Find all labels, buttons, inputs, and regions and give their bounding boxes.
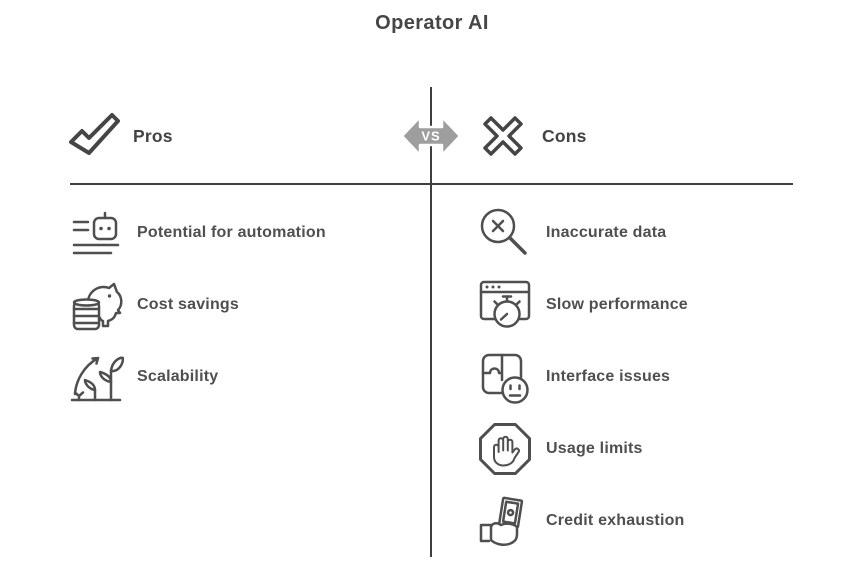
check-icon xyxy=(68,108,120,164)
cons-header-label: Cons xyxy=(542,125,587,146)
stop-hand-icon xyxy=(477,421,533,477)
cons-item-label: Credit exhaustion xyxy=(546,512,685,529)
cons-list: Inaccurate data Slow performance xyxy=(477,197,688,557)
browser-stopwatch-icon xyxy=(477,277,533,333)
pros-list: Potential for automation Cost savings xyxy=(68,197,326,413)
pros-header-label: Pros xyxy=(133,125,173,146)
pros-item-label: Cost savings xyxy=(137,296,239,313)
vs-arrow-shape xyxy=(400,115,462,157)
list-item: Credit exhaustion xyxy=(477,485,688,557)
horizontal-divider xyxy=(70,183,793,185)
vs-badge: VS xyxy=(400,115,462,157)
cons-item-label: Interface issues xyxy=(546,368,671,385)
vs-badge-label: VS xyxy=(421,129,440,144)
list-item: Usage limits xyxy=(477,413,688,485)
vertical-divider xyxy=(430,87,432,557)
cons-item-label: Inaccurate data xyxy=(546,224,667,241)
cons-header: Cons xyxy=(477,105,587,167)
page-title: Operator AI xyxy=(375,12,489,34)
pros-header: Pros xyxy=(68,105,173,167)
list-item: Cost savings xyxy=(68,269,326,341)
cross-icon xyxy=(477,108,529,164)
list-item: Interface issues xyxy=(477,341,688,413)
list-item: Inaccurate data xyxy=(477,197,688,269)
list-item: Scalability xyxy=(68,341,326,413)
pros-item-label: Scalability xyxy=(137,368,219,385)
cons-item-label: Usage limits xyxy=(546,440,643,457)
automation-robot-icon xyxy=(68,205,124,261)
pros-item-label: Potential for automation xyxy=(137,224,326,241)
plant-growth-arrow-icon xyxy=(68,349,124,405)
list-item: Slow performance xyxy=(477,269,688,341)
list-item: Potential for automation xyxy=(68,197,326,269)
cons-item-label: Slow performance xyxy=(546,296,688,313)
hand-money-icon xyxy=(477,493,533,549)
puzzle-sad-face-icon xyxy=(477,349,533,405)
magnifier-error-icon xyxy=(477,205,533,261)
piggy-bank-coins-icon xyxy=(68,277,124,333)
